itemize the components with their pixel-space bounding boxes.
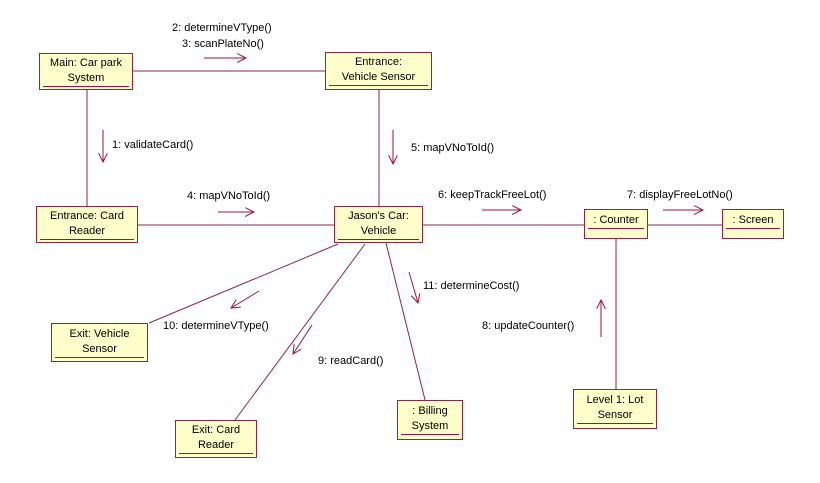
- object-name-line: Sensor: [55, 342, 144, 358]
- object-name-line: Level 1: Lot: [586, 394, 644, 406]
- message-label-7[interactable]: 7: displayFreeLotNo(): [627, 189, 733, 201]
- object-name-line: : Counter: [588, 213, 644, 229]
- message-label-1[interactable]: 1: validateCard(): [112, 139, 194, 151]
- object-billing-system[interactable]: : Billing System: [397, 400, 463, 440]
- message-label-9[interactable]: 9: readCard(): [318, 355, 384, 367]
- object-name-line: Exit: Vehicle: [69, 328, 130, 340]
- message-label-8[interactable]: 8: updateCounter(): [482, 320, 575, 332]
- object-entrance-vehicle-sensor[interactable]: Entrance: Vehicle Sensor: [325, 52, 432, 90]
- message-label-4[interactable]: 4: mapVNoToId(): [187, 190, 271, 202]
- object-exit-card-reader[interactable]: Exit: Card Reader: [175, 420, 257, 458]
- link-jasons-car-exit-vehicle-sensor: [148, 243, 339, 324]
- message-label-6[interactable]: 6: keepTrackFreeLot(): [438, 189, 547, 201]
- object-name-line: System: [43, 71, 129, 87]
- object-name-line: Jason's Car:: [348, 210, 409, 222]
- object-main-car-park-system[interactable]: Main: Car park System: [39, 53, 133, 90]
- message-label-10[interactable]: 10: determineVType(): [163, 320, 269, 332]
- object-counter[interactable]: : Counter: [584, 209, 648, 239]
- object-name-line: Main: Car park: [49, 57, 123, 69]
- message-arrow-9: [293, 324, 313, 354]
- object-lot-sensor[interactable]: Level 1: Lot Sensor: [573, 389, 657, 429]
- object-entrance-card-reader[interactable]: Entrance: Card Reader: [36, 206, 138, 243]
- object-name-line: : Billing: [412, 405, 448, 417]
- object-name-line: Reader: [179, 438, 253, 454]
- message-arrow-11: [408, 271, 418, 303]
- message-label-2[interactable]: 2: determineVType(): [172, 22, 272, 34]
- object-name-line: Entrance: Card: [50, 210, 124, 222]
- object-name-line: Exit: Card: [191, 424, 241, 436]
- object-jasons-car-vehicle[interactable]: Jason's Car: Vehicle: [334, 206, 423, 243]
- message-label-5[interactable]: 5: mapVNoToId(): [411, 142, 495, 154]
- link-jasons-car-billing-system: [385, 242, 426, 401]
- object-name-line: Entrance:: [354, 56, 403, 68]
- object-name-line: Vehicle Sensor: [329, 70, 428, 86]
- object-name-line: Vehicle: [338, 224, 419, 240]
- message-label-3[interactable]: 3: scanPlateNo(): [182, 38, 264, 50]
- message-label-11[interactable]: 11: determineCost(): [423, 280, 520, 292]
- object-name-line: Reader: [40, 224, 134, 240]
- message-arrow-10: [231, 290, 260, 308]
- object-screen[interactable]: : Screen: [722, 209, 784, 239]
- object-name-line: : Screen: [726, 213, 780, 229]
- object-name-line: System: [401, 419, 459, 435]
- link-jasons-car-exit-card-reader: [234, 243, 366, 421]
- object-name-line: Sensor: [577, 408, 653, 424]
- object-exit-vehicle-sensor[interactable]: Exit: Vehicle Sensor: [51, 323, 148, 362]
